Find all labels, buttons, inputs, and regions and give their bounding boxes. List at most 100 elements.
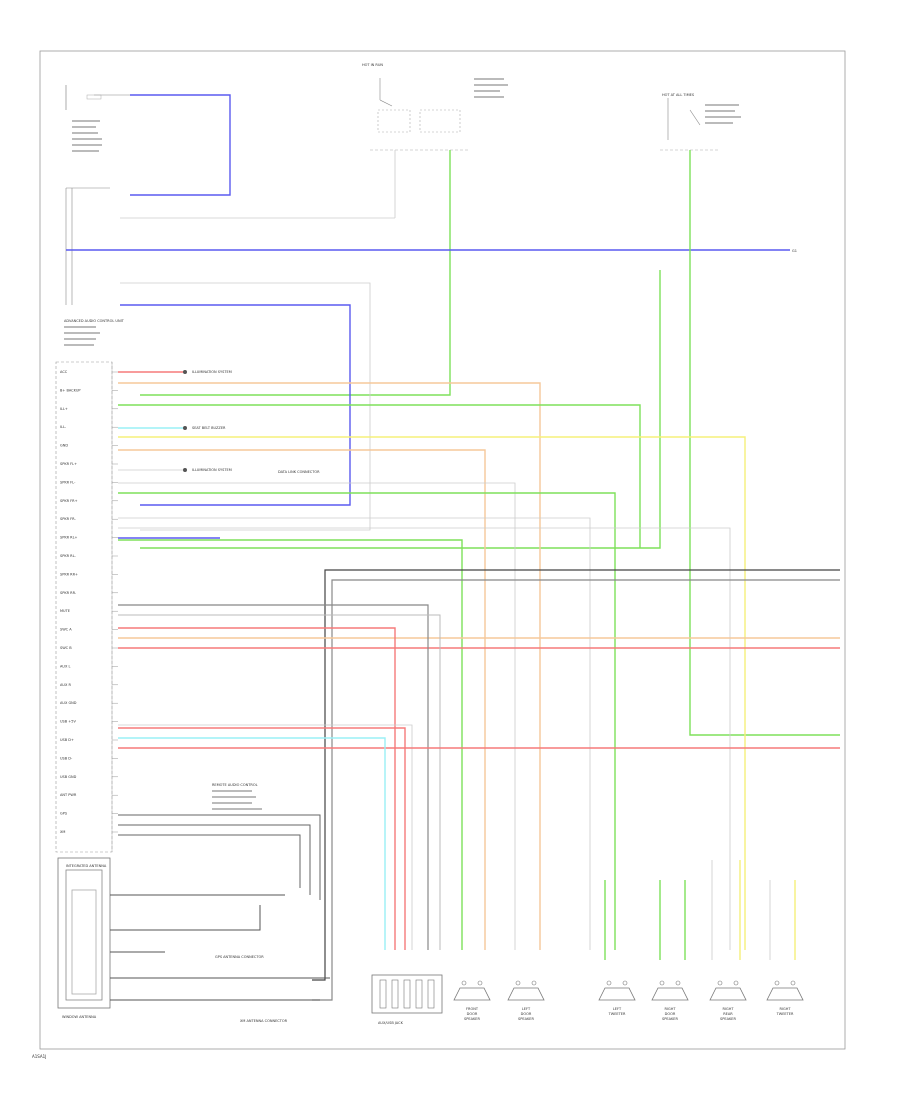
pin-label: SPKR FR- [60,517,76,521]
aux-usb-jack: AUX/USB JACK [371,974,443,1025]
illum-label-a: ILLUMINATION SYSTEM [192,370,232,374]
antenna-label: INTEGRATED ANTENNA [66,864,107,868]
wire-green-feed [140,270,661,549]
wire-green-3 [118,492,616,950]
speaker-body [651,987,689,1001]
speaker-label: RIGHT [780,1007,792,1011]
pin-label: USB D+ [60,738,74,742]
speaker-body [598,987,636,1001]
antenna-caption: WINDOW ANTENNA [62,1015,97,1019]
pin-label: AUX R [60,683,71,687]
integrated-antenna: INTEGRATED ANTENNA WINDOW ANTENNA [57,857,111,1019]
speaker-terminal [790,980,796,986]
speaker-label: SPEAKER [464,1017,480,1021]
speaker-label: TWEETER [608,1012,626,1016]
pin-label: ILL+ [60,407,68,411]
fuse-block-center: HOT IN RUN [362,63,508,151]
pin-label: SPKR FR+ [60,499,78,503]
pin-label: USB D- [60,756,73,760]
pin-label: ILL- [60,425,67,429]
speaker-label: SPEAKER [518,1017,534,1021]
fuse-block-right: HOT AT ALL TIMES [660,93,741,151]
wire-orange-2 [118,449,486,950]
speaker-label: RIGHT [723,1007,735,1011]
fuse-block-left-label: HOT IN RUN [362,63,383,67]
xm-connector-label: XM ANTENNA CONNECTOR [240,1019,288,1023]
diagram-frame [39,50,846,1050]
speaker-label: SPEAKER [720,1017,736,1021]
remote-audio-block [212,790,262,810]
speaker-label: DOOR [467,1012,478,1016]
wire-gray-12 [118,724,413,950]
speaker-body [709,987,747,1001]
radio-unit-header: ADVANCED AUDIO CONTROL UNIT [64,319,125,346]
pin-label: SWC B [60,646,72,650]
speaker-label: DOOR [665,1012,676,1016]
wire-blue-top [130,94,231,196]
wire-bundle-lower [118,814,321,900]
speaker-label: LEFT [522,1007,531,1011]
wire-green-4 [118,539,463,950]
remote-audio-label: REMOTE AUDIO CONTROL [212,783,258,787]
speaker-label: REAR [723,1012,733,1016]
wire-gray-6 [118,517,591,950]
pin-label: ACC [60,370,68,374]
speaker-label: RIGHT [665,1007,677,1011]
gps-connector-label: GPS ANTENNA CONNECTOR [215,955,264,959]
wire-green-fuse [140,150,451,396]
speaker-terminal [515,980,521,986]
pin-label: SPKR RR+ [60,572,78,576]
wire-gray-7 [118,527,731,950]
upper-connector-bracket [65,187,110,305]
pin-label: USB GND [60,775,77,779]
speaker-terminal [461,980,467,986]
speaker-terminal [675,980,681,986]
pin-label: XM [60,830,65,834]
wire-gray-3 [120,282,371,531]
wire-cyan-2 [118,737,386,950]
wire-dark-1 [312,569,840,981]
seat-belt-label: SEAT BELT BUZZER [192,426,226,430]
gnd-label: G1 [792,249,797,253]
fuse-block-right-label: HOT AT ALL TIMES [662,93,695,97]
pin-label: SPKR FL+ [60,462,77,466]
wire-gray-5 [118,482,516,950]
speaker-body [766,987,804,1001]
pin-label: SPKR RR- [60,591,77,595]
speaker-terminal [717,980,723,986]
illum-label-b: ILLUMINATION SYSTEM [192,468,232,472]
pin-label: USB +5V [60,720,76,724]
speaker-body [507,987,545,1001]
speaker-terminal [622,980,628,986]
wire-red-3 [118,627,396,950]
wire-red-5 [118,727,406,950]
speaker-label: FRONT [466,1007,479,1011]
wire-yellow-1 [118,436,746,950]
footer-code: A1SA1J [32,1054,46,1059]
speaker-terminal [774,980,780,986]
pin-label: SPKR RL+ [60,536,78,540]
pin-label: B+ BACKUP [60,388,81,392]
speaker-terminal [606,980,612,986]
pin-label: ANT PWR [60,793,77,797]
speaker-terminal [733,980,739,986]
speaker-terminal [531,980,537,986]
speaker-label: TWEETER [776,1012,794,1016]
speaker-body [453,987,491,1001]
wire-gray-11 [118,614,441,950]
wire-dark-2 [312,579,840,1001]
wire-green-right [689,150,840,736]
speaker-label: SPEAKER [662,1017,678,1021]
data-link-label: DATA LINK CONNECTOR [278,470,320,474]
radio-unit-title: ADVANCED AUDIO CONTROL UNIT [64,319,125,323]
antenna-wires [110,894,330,1001]
pin-label: GPS [60,812,68,816]
pin-label: AUX GND [60,701,77,705]
pin-label: SWC A [60,628,72,632]
pin-label: MUTE [60,609,70,613]
